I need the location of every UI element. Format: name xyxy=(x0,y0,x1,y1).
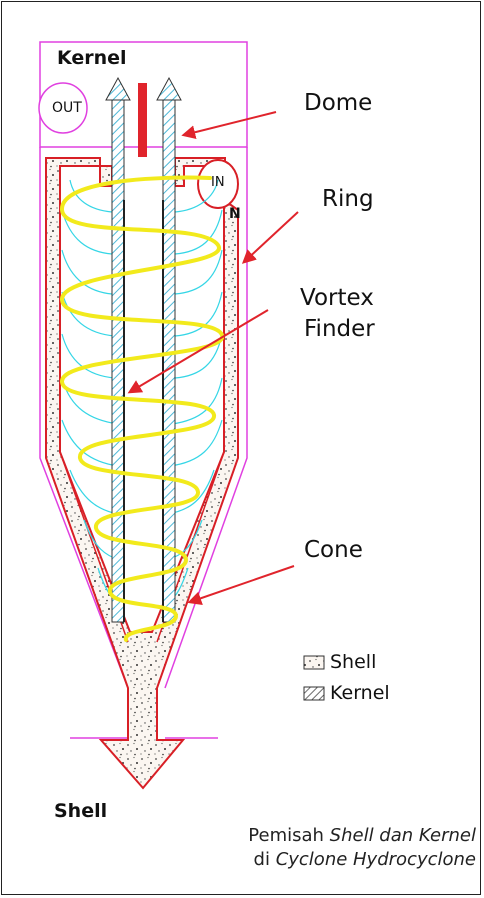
figure-caption: Pemisah Shell dan Kernel di Cyclone Hydr… xyxy=(248,824,476,872)
kernel-top-label: Kernel xyxy=(57,47,127,69)
legend-shell-swatch xyxy=(303,655,325,670)
legend-shell-label: Shell xyxy=(330,651,377,673)
dome-callout: Dome xyxy=(304,90,373,116)
cone-callout: Cone xyxy=(304,537,363,563)
yellow-spiral xyxy=(59,175,224,642)
callout-arrows xyxy=(127,111,299,605)
caption-line-1: Pemisah Shell dan Kernel xyxy=(248,825,476,846)
out-port xyxy=(38,82,88,134)
ring-callout: Ring xyxy=(322,186,374,212)
legend-kernel-label: Kernel xyxy=(330,682,390,704)
center-bar xyxy=(138,83,147,157)
shell-bottom-label: Shell xyxy=(54,800,108,822)
cyan-flow-lines xyxy=(61,179,223,605)
n-marker-label: N xyxy=(229,206,241,222)
shell-body xyxy=(45,157,239,790)
in-port-label: IN xyxy=(211,175,225,190)
caption-line-2: di Cyclone Hydrocyclone xyxy=(253,849,476,870)
out-port-label: OUT xyxy=(52,100,82,116)
vortex-callout-line1: Vortex xyxy=(300,285,374,311)
in-port xyxy=(197,159,239,209)
vortex-callout-line2: Finder xyxy=(304,316,375,342)
legend-kernel-swatch xyxy=(303,686,325,701)
